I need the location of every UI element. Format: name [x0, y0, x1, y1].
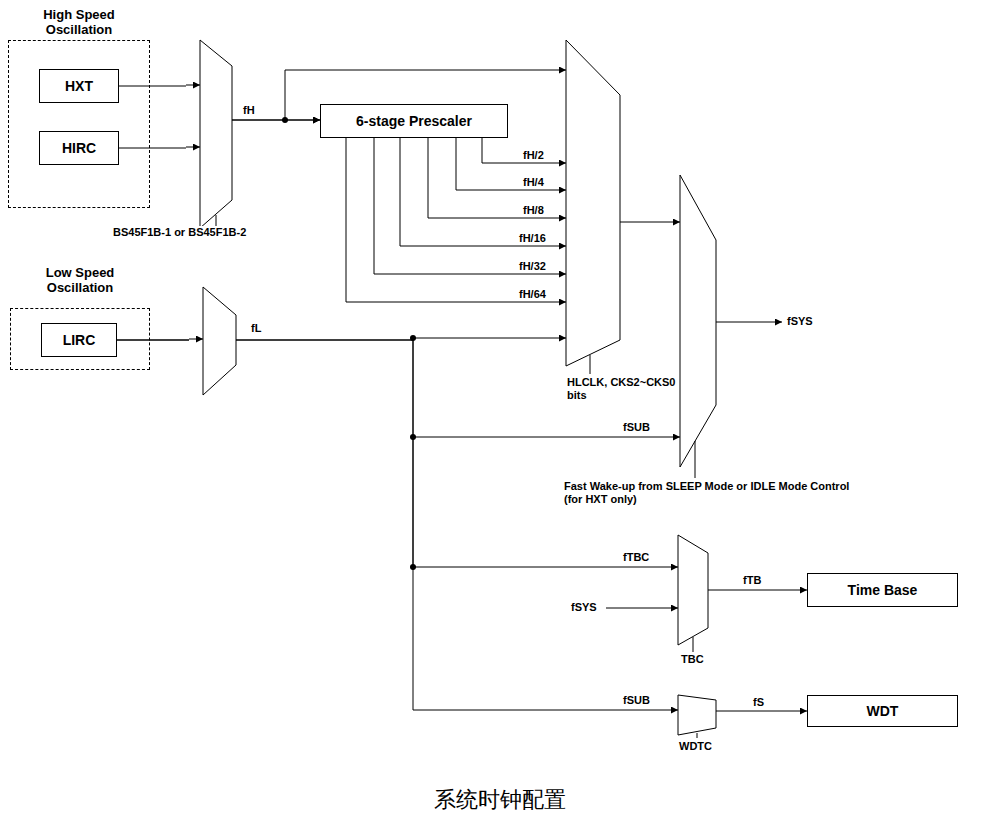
control-line	[590, 355, 591, 374]
control-line	[695, 441, 696, 478]
input-arrow	[189, 339, 203, 340]
figure-caption: 系统时钟配置	[0, 785, 1000, 815]
control-bits: WDTC	[678, 740, 713, 753]
signal-name: fH/32	[518, 260, 547, 273]
signal-wire	[346, 138, 566, 302]
signal-wire	[400, 138, 566, 246]
signal-name: fSYS	[786, 315, 814, 328]
box-label: LIRC	[63, 332, 96, 348]
signal-name: fS	[752, 696, 765, 709]
input-arrow	[664, 710, 678, 711]
oscillator-group: Low Speed OscillationLIRC	[10, 308, 150, 370]
input-arrow	[186, 147, 200, 148]
signal-wire	[413, 437, 680, 438]
signal-wire	[482, 138, 566, 163]
oscillator-box: HXT	[39, 69, 119, 103]
signal-name: fTB	[742, 574, 762, 587]
signal-wire	[428, 138, 566, 218]
signal-name: fH	[242, 104, 256, 117]
signal-wire	[716, 322, 782, 323]
control-note: Fast Wake-up from SLEEP Mode or IDLE Mod…	[563, 480, 855, 506]
oscillator-box: LIRC	[41, 323, 117, 357]
control-bits: HLCLK, CKS2~CKS0 bits	[566, 376, 678, 402]
clock-connector	[117, 340, 807, 711]
signal-name: fL	[250, 322, 262, 335]
signal-name: fH/64	[518, 288, 547, 301]
control-line	[697, 733, 698, 738]
clock-connector	[117, 340, 807, 590]
oscillator-group: High Speed OscillationHXTHIRC	[8, 40, 150, 208]
signal-name: fSUB	[622, 694, 651, 707]
signal-wire	[606, 608, 678, 609]
signal-name: fTBC	[622, 551, 650, 564]
multiplexer	[678, 535, 708, 645]
control-line	[693, 637, 694, 652]
signal-name: fH/4	[522, 176, 545, 189]
device-option: BS45F1B-1 or BS45F1B-2	[112, 226, 247, 239]
signal-name: fH/8	[522, 204, 545, 217]
signal-wire	[620, 222, 680, 223]
group-heading: Low Speed Oscillation	[11, 265, 149, 295]
multiplexer	[200, 40, 232, 228]
oscillator-box: HIRC	[39, 131, 119, 165]
input-arrow	[186, 85, 200, 86]
signal-wire	[413, 338, 566, 339]
signal-name: fSUB	[622, 421, 651, 434]
multiplexer	[678, 695, 716, 735]
input-arrow	[664, 567, 678, 568]
signal-wire	[456, 138, 566, 190]
multiplexer	[566, 40, 620, 366]
box-label: WDT	[867, 703, 899, 719]
group-heading: High Speed Oscillation	[9, 7, 149, 37]
signal-name: fH/2	[522, 149, 545, 162]
signal-wire	[374, 138, 566, 274]
signal-name: fSYS	[570, 601, 598, 614]
control-line	[216, 215, 217, 226]
box-label: Time Base	[848, 582, 918, 598]
multiplexer	[203, 287, 236, 395]
function-box: WDT	[807, 695, 958, 727]
function-box: Time Base	[807, 573, 958, 607]
signal-name: fH/16	[518, 232, 547, 245]
box-label: HXT	[65, 78, 93, 94]
box-label: HIRC	[62, 140, 96, 156]
prescaler-box: 6-stage Prescaler	[320, 104, 508, 138]
multiplexer	[680, 175, 716, 467]
control-bits: TBC	[680, 653, 705, 666]
box-label: 6-stage Prescaler	[356, 113, 472, 129]
